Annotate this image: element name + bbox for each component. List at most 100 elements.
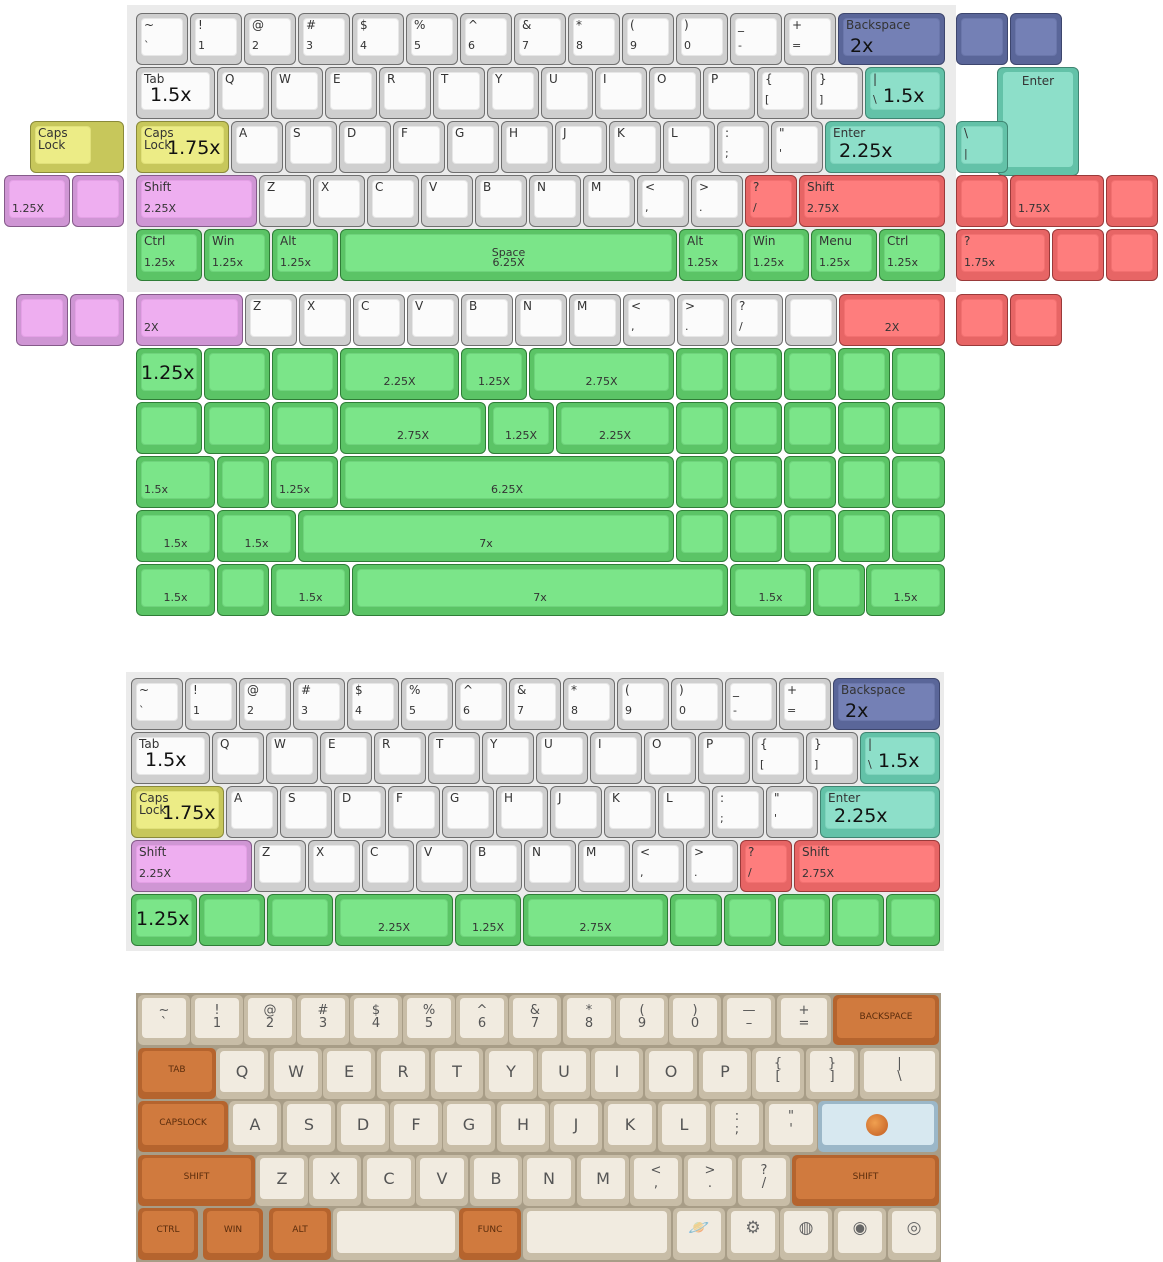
key-equals[interactable]: += — [784, 13, 836, 65]
key-d[interactable]: D — [339, 121, 391, 173]
k2-g[interactable]: G — [442, 786, 494, 838]
bottom-alt1-key-7[interactable] — [676, 348, 728, 400]
key-k[interactable]: K — [609, 121, 661, 173]
key-rbracket[interactable]: }] — [811, 67, 863, 119]
key-comma[interactable]: <, — [637, 175, 689, 227]
k2-rbracket[interactable]: }] — [806, 732, 858, 784]
k2-2[interactable]: @2 — [239, 678, 291, 730]
k2-a[interactable]: A — [226, 786, 278, 838]
key-y[interactable]: Y — [487, 67, 539, 119]
k2-y[interactable]: Y — [482, 732, 534, 784]
bottom-alt5-key-4[interactable]: 7x — [352, 564, 728, 616]
bottom-alt2-key-10[interactable] — [838, 402, 890, 454]
key-b[interactable]: B — [475, 175, 527, 227]
key-period[interactable]: >. — [691, 175, 743, 227]
key-j[interactable]: J — [555, 121, 607, 173]
key-iso-enter[interactable]: Enter — [997, 67, 1079, 176]
bottom-alt5-key-5[interactable]: 1.5x — [730, 564, 811, 616]
bottom-alt1-key-3[interactable] — [272, 348, 338, 400]
key-alt-n[interactable]: N — [515, 294, 567, 346]
key-alt-x[interactable]: X — [299, 294, 351, 346]
k2-t[interactable]: T — [428, 732, 480, 784]
k2-bottom-9[interactable] — [778, 894, 830, 946]
key-h[interactable]: H — [501, 121, 553, 173]
k2-9[interactable]: (9 — [617, 678, 669, 730]
k2-h[interactable]: H — [496, 786, 548, 838]
bottom-alt1-key-6[interactable]: 2.75X — [529, 348, 674, 400]
bottom-alt2-key-3[interactable] — [272, 402, 338, 454]
bottom-alt4-key-2[interactable]: 1.5x — [217, 510, 296, 562]
key-alt-b[interactable]: B — [461, 294, 513, 346]
k2-lbracket[interactable]: {[ — [752, 732, 804, 784]
key-alt-rshift-2x[interactable]: 2X — [839, 294, 945, 346]
bottom-alt3-key-2[interactable] — [217, 456, 269, 508]
k2-z[interactable]: Z — [254, 840, 306, 892]
bottom-alt4-key-7[interactable] — [838, 510, 890, 562]
bottom-alt3-key-1[interactable]: 1.5x — [136, 456, 215, 508]
key-4[interactable]: $4 — [352, 13, 404, 65]
bottom-alt3-key-7[interactable] — [784, 456, 836, 508]
key-alt-m[interactable]: M — [569, 294, 621, 346]
k2-b[interactable]: B — [470, 840, 522, 892]
k2-bottom-11[interactable] — [886, 894, 940, 946]
key-alt-split-1[interactable] — [16, 294, 68, 346]
key-alt-c[interactable]: C — [353, 294, 405, 346]
key-slash[interactable]: ?/ — [745, 175, 797, 227]
k2-m[interactable]: M — [578, 840, 630, 892]
k2-w[interactable]: W — [266, 732, 318, 784]
key-split-lshift-left[interactable]: 1.25X — [4, 175, 70, 227]
k2-bottom-1[interactable]: 1.25x — [131, 894, 197, 946]
k2-period[interactable]: >. — [686, 840, 738, 892]
key-e[interactable]: E — [325, 67, 377, 119]
k2-slash[interactable]: ?/ — [740, 840, 792, 892]
k2-bottom-6[interactable]: 2.75X — [523, 894, 668, 946]
key-s[interactable]: S — [285, 121, 337, 173]
key-lbracket[interactable]: {[ — [757, 67, 809, 119]
bottom-alt2-key-11[interactable] — [892, 402, 945, 454]
key-split-alt-2[interactable] — [1052, 229, 1104, 281]
key-alt-lshift-2x[interactable]: 2X — [136, 294, 243, 346]
bottom-alt5-key-1[interactable]: 1.5x — [136, 564, 215, 616]
bottom-alt5-key-6[interactable] — [813, 564, 865, 616]
k2-5[interactable]: %5 — [401, 678, 453, 730]
key-caps-split[interactable]: Caps Lock — [30, 121, 124, 173]
bottom-alt2-key-9[interactable] — [784, 402, 836, 454]
bottom-alt5-key-7[interactable]: 1.5x — [866, 564, 945, 616]
k2-v[interactable]: V — [416, 840, 468, 892]
k2-q[interactable]: Q — [212, 732, 264, 784]
key-q[interactable]: Q — [217, 67, 269, 119]
key-alt-blank[interactable] — [785, 294, 837, 346]
k2-1[interactable]: !1 — [185, 678, 237, 730]
key-minus[interactable]: _- — [730, 13, 782, 65]
key-f[interactable]: F — [393, 121, 445, 173]
bottom-alt2-key-1[interactable] — [136, 402, 202, 454]
key-split-rshift-3[interactable] — [1106, 175, 1158, 227]
k2-j[interactable]: J — [550, 786, 602, 838]
key-t[interactable]: T — [433, 67, 485, 119]
key-semicolon[interactable]: :; — [717, 121, 769, 173]
key-m[interactable]: M — [583, 175, 635, 227]
k2-bottom-7[interactable] — [670, 894, 722, 946]
k2-k[interactable]: K — [604, 786, 656, 838]
bottom-alt3-key-4[interactable]: 6.25X — [340, 456, 674, 508]
key-n[interactable]: N — [529, 175, 581, 227]
k2-bottom-8[interactable] — [724, 894, 776, 946]
k2-tilde[interactable]: ~` — [131, 678, 183, 730]
key-a[interactable]: A — [231, 121, 283, 173]
bottom-alt4-key-3[interactable]: 7x — [298, 510, 674, 562]
key-quote[interactable]: "' — [771, 121, 823, 173]
key-i[interactable]: I — [595, 67, 647, 119]
bottom-alt4-key-1[interactable]: 1.5x — [136, 510, 215, 562]
k2-o[interactable]: O — [644, 732, 696, 784]
key-z[interactable]: Z — [259, 175, 311, 227]
